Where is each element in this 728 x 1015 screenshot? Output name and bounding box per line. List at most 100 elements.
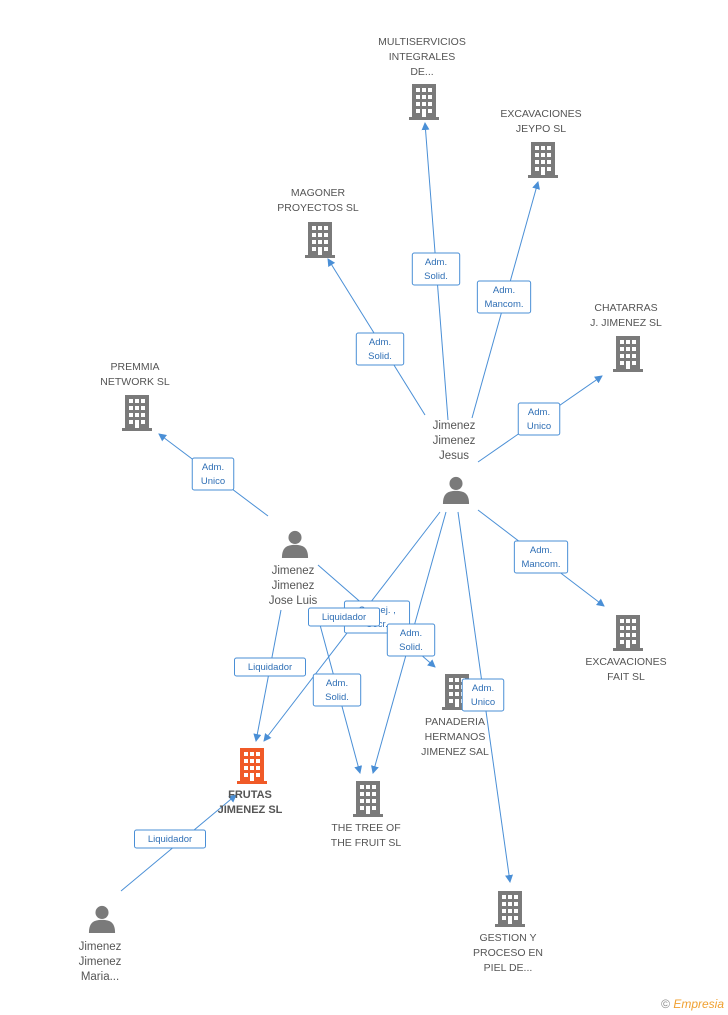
node-label: JIMENEZ SAL [421,746,489,758]
edge-label-text: Solid. [325,692,349,703]
edge-label-box[interactable] [386,623,436,657]
node-premmia[interactable]: PREMMIA NETWORK SL [100,361,170,431]
node-label: PROYECTOS SL [277,202,359,214]
node-label: MULTISERVICIOS [378,36,466,48]
node-maria[interactable]: JimenezJimenezMaria... [79,905,122,983]
node-label: PREMMIA [110,361,159,373]
edge-label-box[interactable] [191,457,235,491]
node-label: Jimenez [79,956,122,968]
company-icon[interactable] [305,222,335,258]
edge-label-box[interactable] [411,252,461,286]
edge-label-text: Liquidador [248,662,292,673]
edge-label-text: Adm. [400,628,422,639]
edge-label-box[interactable] [476,280,532,314]
node-label: Jimenez [272,580,315,592]
node-label: PANADERIA [425,716,485,728]
edge-label-jose-luis-to-premmia[interactable]: Adm. Unico [191,457,235,491]
company-icon[interactable] [613,336,643,372]
edge-label-jesus-to-gestion[interactable]: Adm. Unico [461,678,505,712]
node-label: Jimenez [433,420,476,432]
node-label: FRUTAS [228,789,272,801]
node-label: GESTION Y [480,932,537,944]
edge-label-text: Mancom. [484,299,523,310]
node-label: PIEL DE... [484,962,533,974]
brand-logo[interactable]: Empresia [673,997,724,1011]
edge-label-text: Unico [527,421,551,432]
node-excavaciones-jeypo[interactable]: EXCAVACIONES JEYPO SL [500,108,582,178]
node-label: JIMENEZ SL [218,804,283,816]
edge-label-jose-luis-to-panaderia[interactable]: Liquidador [308,607,380,627]
edge-label-text: Mancom. [521,559,560,570]
edge-label-text: Adm. [528,407,550,418]
node-label: J. JIMENEZ SL [590,317,662,329]
node-label: CHATARRAS [594,302,657,314]
edge-label-text: Solid. [424,271,448,282]
edge-label-jesus-to-excavaciones-jeypo[interactable]: Adm. Mancom. [476,280,532,314]
edge-label-box[interactable] [134,829,206,849]
edge-label-jesus-to-magoner[interactable]: Adm.Solid. [355,332,405,366]
edge-label-text: Solid. [368,351,392,362]
node-label: Maria... [81,971,119,983]
company-icon[interactable] [409,84,439,120]
edge-label-jesus-to-chatarras[interactable]: Adm. Unico [517,402,561,436]
company-icon[interactable] [495,891,525,927]
edge-labels-layer: Adm.Solid.Adm.Mancom.Adm.Solid.Adm.Unico… [134,252,569,849]
company-icon[interactable] [528,142,558,178]
main-company-icon[interactable] [237,748,267,784]
edge-label-text: Liquidador [322,612,366,623]
edge-label-box[interactable] [513,540,569,574]
node-gestion[interactable]: GESTION Y PROCESO EN PIEL DE... [473,891,543,974]
edge-label-jesus-to-tree-fruit[interactable]: Adm.Solid. [386,623,436,657]
person-icon[interactable] [442,476,470,504]
edge-label-text: Adm. [493,285,515,296]
node-label: THE TREE OF [331,822,400,834]
node-chatarras[interactable]: CHATARRAS J. JIMENEZ SL [590,302,662,372]
edge-label-jose-luis-to-tree-fruit[interactable]: Adm.Solid. [312,673,362,707]
node-label: Jimenez [272,565,315,577]
node-label: EXCAVACIONES [500,108,581,120]
edge-label-maria-to-frutas[interactable]: Liquidador [134,829,206,849]
node-multiservicios[interactable]: MULTISERVICIOSINTEGRALESDE... [378,36,466,120]
edge-label-text: Adm. [530,545,552,556]
edge-label-box[interactable] [308,607,380,627]
node-label: DE... [410,66,433,78]
node-label: Jose Luis [269,595,318,607]
company-icon[interactable] [613,615,643,651]
edge-label-jesus-to-multiservicios[interactable]: Adm. Solid. [411,252,461,286]
node-label: Jimenez [79,941,122,953]
company-icon[interactable] [353,781,383,817]
edge-label-text: Adm. [425,257,447,268]
edge-label-box[interactable] [461,678,505,712]
node-label: NETWORK SL [100,376,170,388]
copyright-icon: © [661,997,670,1011]
edge-label-jose-luis-to-frutas[interactable]: Liquidador [234,657,306,677]
edge-label-text: Adm. [472,683,494,694]
node-label: FAIT SL [607,671,645,683]
person-icon[interactable] [281,530,309,558]
node-tree-fruit[interactable]: THE TREE OF THE FRUIT SL [331,781,402,849]
edge-label-text: Unico [471,697,495,708]
edge-label-jesus-to-excavaciones-fait[interactable]: Adm. Mancom. [513,540,569,574]
edges-layer [120,122,605,892]
node-label: Jesus [439,450,469,462]
node-label: THE FRUIT SL [331,837,402,849]
edge-label-text: Unico [201,476,225,487]
company-icon[interactable] [122,395,152,431]
edge-label-box[interactable] [312,673,362,707]
edge-label-box[interactable] [517,402,561,436]
node-label: JEYPO SL [516,123,566,135]
edge-label-box[interactable] [355,332,405,366]
edge-label-box[interactable] [234,657,306,677]
node-label: PROCESO EN [473,947,543,959]
person-icon[interactable] [88,905,116,933]
node-label: Jimenez [433,435,476,447]
node-frutas[interactable]: FRUTAS JIMENEZ SL [218,748,283,816]
edge-label-text: Adm. [202,462,224,473]
